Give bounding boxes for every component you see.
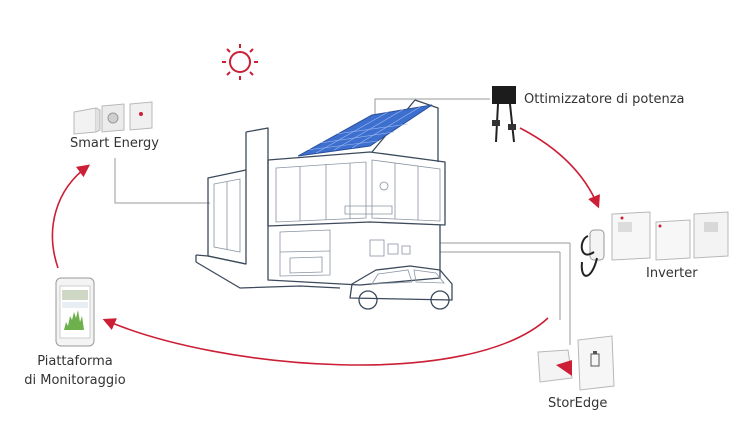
label-monitoring-line2: di Monitoraggio (24, 373, 126, 388)
smart-plug-icon (73, 101, 153, 135)
solar-panel-icon (297, 104, 433, 157)
arrow-monitoring-to-smart-energy (51, 164, 91, 269)
arrow-optimizer-to-inverter (519, 127, 600, 209)
connector-smart-energy (114, 158, 210, 204)
label-monitoring: Piattaforma di Monitoraggio (20, 352, 130, 390)
ev-charger-icon (580, 229, 605, 277)
label-optimizer: Ottimizzatore di potenza (524, 92, 685, 107)
battery-icon (537, 335, 615, 391)
label-inverter: Inverter (646, 266, 698, 281)
inverter-icon (611, 211, 729, 261)
label-smart-energy: Smart Energy (70, 136, 159, 151)
house-illustration (195, 99, 446, 289)
sun-icon (222, 44, 258, 80)
label-monitoring-line1: Piattaforma (37, 354, 113, 369)
smartphone-icon (55, 277, 95, 347)
label-storedge: StorEdge (548, 396, 608, 411)
car-icon (349, 265, 453, 310)
power-optimizer-icon (492, 86, 516, 143)
arrow-storedge-to-monitoring (102, 317, 549, 366)
